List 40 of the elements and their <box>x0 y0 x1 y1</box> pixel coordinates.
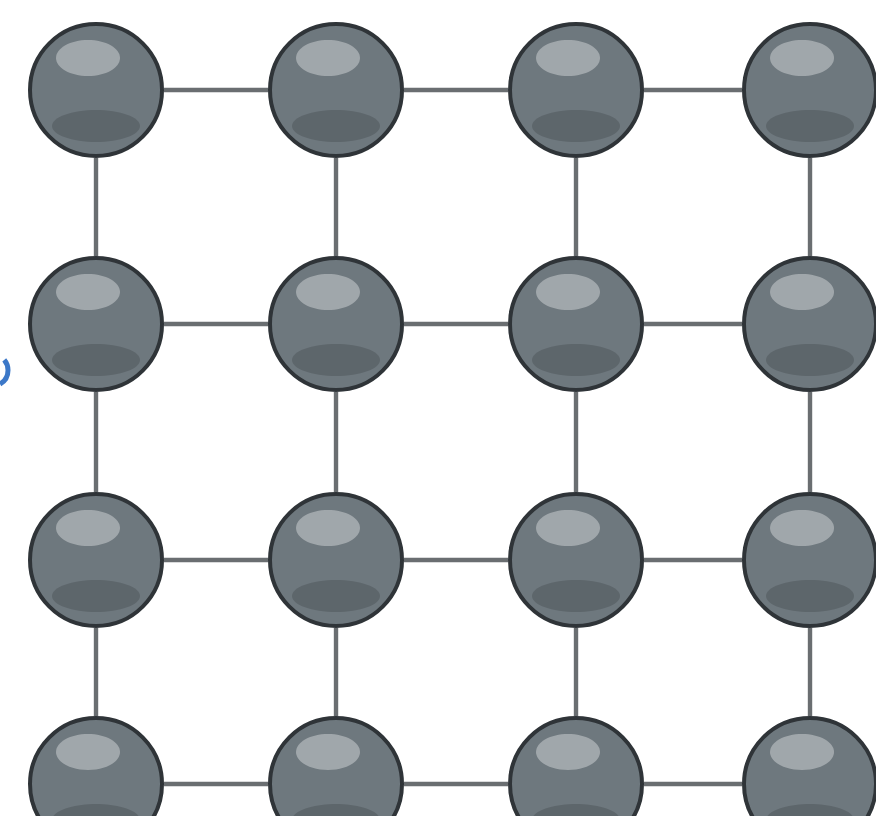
connector-line <box>93 628 99 716</box>
connector-line <box>164 781 268 787</box>
sphere <box>742 716 876 816</box>
connector-line <box>333 158 339 256</box>
connector-line <box>404 87 508 93</box>
sphere <box>28 716 164 816</box>
sphere <box>268 716 404 816</box>
sphere <box>742 256 876 392</box>
connector-line <box>644 781 742 787</box>
sphere <box>28 256 164 392</box>
sphere <box>508 22 644 158</box>
connector-line <box>807 628 813 716</box>
connector-line <box>573 628 579 716</box>
connector-line <box>573 158 579 256</box>
connector-line <box>573 392 579 492</box>
connector-line <box>164 557 268 563</box>
sphere <box>742 492 876 628</box>
connector-line <box>333 628 339 716</box>
connector-line <box>404 781 508 787</box>
connector-line <box>644 321 742 327</box>
connector-line <box>807 158 813 256</box>
connector-line <box>93 392 99 492</box>
connector-line <box>644 557 742 563</box>
connector-line <box>333 392 339 492</box>
sphere <box>268 22 404 158</box>
connector-line <box>404 557 508 563</box>
connector-line <box>164 321 268 327</box>
sphere <box>268 492 404 628</box>
sphere <box>508 256 644 392</box>
sphere <box>28 22 164 158</box>
sphere <box>742 22 876 158</box>
connector-line <box>93 158 99 256</box>
sphere <box>268 256 404 392</box>
sphere <box>508 492 644 628</box>
sphere <box>508 716 644 816</box>
sphere <box>28 492 164 628</box>
connector-line <box>807 392 813 492</box>
connector-line <box>164 87 268 93</box>
connector-line <box>644 87 742 93</box>
connector-line <box>404 321 508 327</box>
